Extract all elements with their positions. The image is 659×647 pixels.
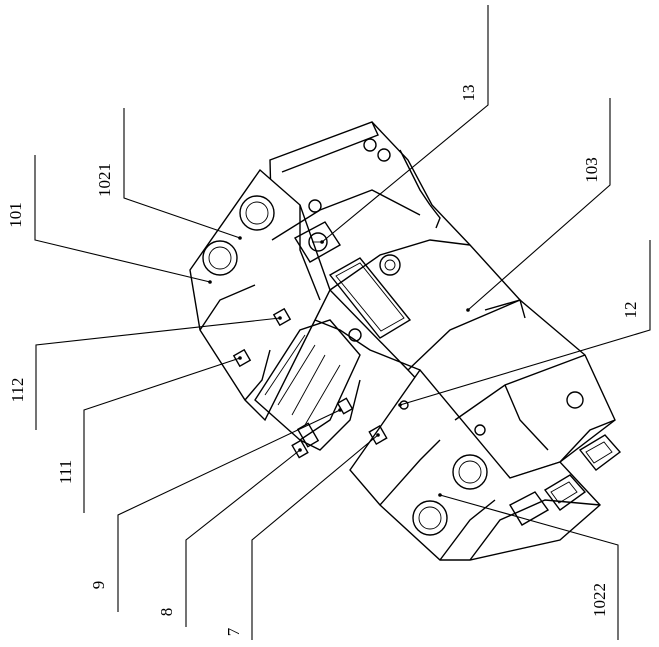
label-1021: 1021 [95, 163, 114, 197]
leader-1021 [124, 108, 240, 238]
leader-8 [186, 450, 300, 627]
label-9: 9 [89, 581, 108, 590]
leader-lines [35, 5, 650, 640]
label-12: 12 [621, 302, 640, 319]
label-8: 8 [157, 608, 176, 617]
label-103: 103 [582, 157, 601, 183]
circuit-breaker-body [190, 122, 620, 560]
label-112: 112 [8, 378, 27, 403]
label-111: 111 [56, 460, 75, 484]
label-13: 13 [459, 85, 478, 102]
label-1022: 1022 [590, 583, 609, 617]
leader-9 [118, 410, 340, 612]
leader-111 [84, 358, 240, 513]
label-101: 101 [6, 202, 25, 228]
label-7: 7 [224, 627, 243, 636]
